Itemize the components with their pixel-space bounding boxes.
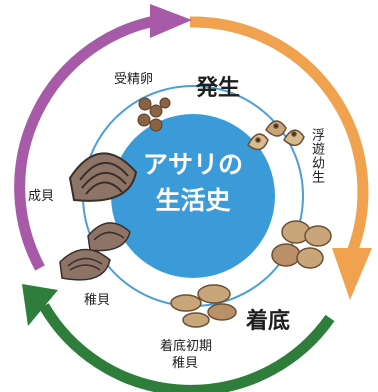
arrow-purple-head [150, 4, 192, 38]
early-juvenile-icon [170, 284, 237, 328]
label-fertilized-egg: 受精卵 [114, 72, 154, 87]
center-title-line2: 生活史 [155, 186, 231, 215]
label-early-juvenile-line2: 稚貝 [172, 356, 199, 371]
arrow-orange-head [332, 248, 372, 300]
label-early-juvenile-line1: 着底初期 [160, 339, 213, 354]
juvenile-clam-icon [59, 222, 131, 281]
settling-larva-icon [271, 220, 332, 269]
center-title: アサリの 生活史 [112, 147, 274, 219]
label-hatching: 発生 [196, 76, 241, 101]
center-circle [111, 114, 275, 278]
arrow-green [39, 303, 335, 392]
fertilized-egg-icon [137, 97, 171, 132]
label-adult: 成貝 [28, 189, 55, 204]
label-planktonic-larva: 浮遊幼生 [309, 128, 324, 184]
center-title-line1: アサリの [142, 150, 243, 179]
arrow-orange [189, 16, 369, 254]
adult-clam-icon [68, 152, 138, 202]
planktonic-larva-icon [247, 120, 305, 151]
label-settlement: 着底 [246, 309, 291, 334]
label-juvenile: 稚貝 [84, 293, 111, 308]
arrow-green-head [22, 284, 58, 326]
arrow-purple [14, 14, 161, 271]
